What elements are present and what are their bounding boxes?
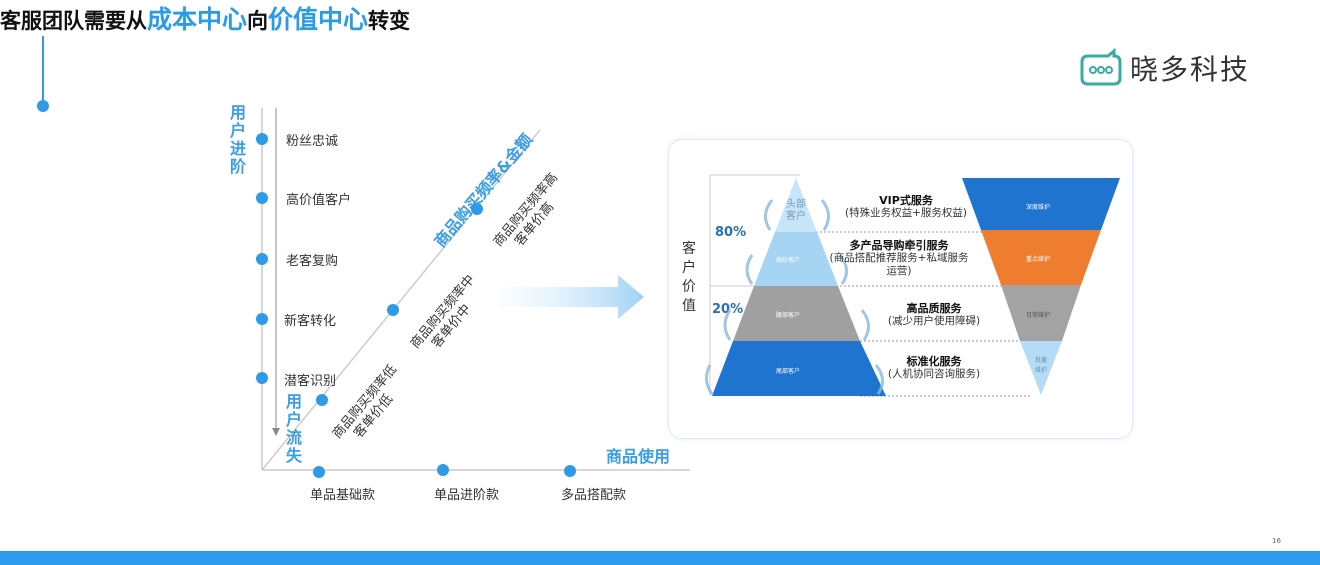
y-level-label: 新客转化 xyxy=(284,314,337,329)
x-level-label: 单品进阶款 xyxy=(434,488,500,503)
accent-dot xyxy=(37,100,49,112)
page-number: 16 xyxy=(1272,537,1281,545)
pct-bottom: 20% xyxy=(712,302,744,317)
pyramid-layer-top xyxy=(775,178,817,232)
pct-top: 80% xyxy=(715,225,747,240)
funnel-layer-1 xyxy=(962,178,1120,230)
service-desc: (减少用户使用障碍) xyxy=(887,315,981,327)
service-title: 多产品导购牵引服务 xyxy=(849,239,949,252)
title-highlight: 价值中心 xyxy=(268,5,369,34)
service-item: 高品质服务(减少用户使用障碍) xyxy=(849,302,1019,328)
y-level-label: 老客复购 xyxy=(286,254,339,269)
footer-bar xyxy=(0,551,1320,565)
pyramid xyxy=(705,174,1120,397)
title-highlight: 成本中心 xyxy=(147,5,248,34)
funnel-label: 批量维护 xyxy=(1034,357,1047,374)
y-level-label: 高价值客户 xyxy=(286,193,352,208)
funnel-label: 重点维护 xyxy=(1026,256,1051,263)
pyramid-layer-2 xyxy=(754,232,838,286)
x-level-dot xyxy=(437,464,449,476)
pyramid-label: 高阶客户 xyxy=(776,257,801,264)
service-item: 标准化服务(人机协同咨询服务) xyxy=(849,355,1019,381)
funnel-label: 深度维护 xyxy=(1026,204,1051,211)
funnel-layer-3 xyxy=(1001,285,1081,341)
service-title: 高品质服务 xyxy=(906,302,962,315)
service-item: 多产品导购牵引服务(商品搭配推荐服务+私域服务运营) xyxy=(829,239,969,278)
pyramid-layer-3 xyxy=(733,286,860,341)
x-level-label: 单品基础款 xyxy=(310,488,376,503)
accent-line xyxy=(42,36,44,102)
y-level-dot xyxy=(256,372,268,384)
y-level-dot xyxy=(256,253,268,265)
service-title: VIP式服务 xyxy=(879,194,933,207)
service-title: 标准化服务 xyxy=(906,355,962,368)
y-level-dot xyxy=(256,133,268,145)
y-level-label: 粉丝忠诚 xyxy=(286,134,339,149)
y-level-dot xyxy=(256,192,268,204)
service-desc: (商品搭配推荐服务+私域服务运营) xyxy=(829,252,969,277)
chat-bubble-icon xyxy=(1080,48,1122,86)
page-title: 客服团队需要从成本中心向价值中心转变 xyxy=(0,0,1320,36)
value-panel xyxy=(668,139,1133,439)
x-axis-label: 商品使用 xyxy=(606,447,671,466)
y-axis-top-label: 用户进阶 xyxy=(230,103,247,176)
funnel-layer-4 xyxy=(1020,341,1062,395)
x-level-dot xyxy=(313,466,325,478)
logo: 晓多科技 xyxy=(1080,48,1250,88)
service-desc: (特殊业务权益+服务权益) xyxy=(845,207,967,219)
customer-value-label: 客户价值 xyxy=(682,241,696,314)
y-axis-bottom-label: 用户流失 xyxy=(286,392,303,465)
y-level-dot xyxy=(256,313,268,325)
funnel-label: 日常维护 xyxy=(1026,312,1051,319)
service-desc: (人机协同咨询服务) xyxy=(887,368,981,380)
x-level-label: 多品搭配款 xyxy=(561,488,627,503)
x-level-dot xyxy=(564,465,576,477)
logo-text: 晓多科技 xyxy=(1130,53,1251,86)
pyramid-label: 头部客户 xyxy=(786,199,806,222)
pyramid-label: 腰部客户 xyxy=(776,312,801,319)
title-part: 向 xyxy=(247,9,269,33)
diagonal-dot xyxy=(471,203,483,215)
diagonal-dot xyxy=(316,394,328,406)
diagonal-dot xyxy=(387,304,399,316)
title-part: 转变 xyxy=(368,9,411,33)
pyramid-layer-4 xyxy=(712,341,886,396)
pyramid-label: 尾部客户 xyxy=(776,368,801,375)
funnel-layer-2 xyxy=(981,230,1101,285)
y-level-label: 潜客识别 xyxy=(284,374,337,389)
transition-arrow-icon xyxy=(500,275,644,319)
service-item: VIP式服务(特殊业务权益+服务权益) xyxy=(821,194,991,220)
title-part: 客服团队需要从 xyxy=(0,9,147,33)
chart-axes xyxy=(261,108,690,471)
